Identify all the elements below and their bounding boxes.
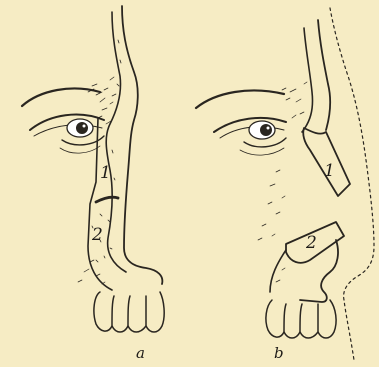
- panel-a-bone-inner-line: [106, 12, 126, 272]
- panel-b-eyebrow: [196, 90, 284, 108]
- panel-b-teeth: [266, 300, 336, 338]
- panel-a-eyebrow: [22, 88, 100, 106]
- panel-b-fragment-1-label: 1: [324, 161, 335, 181]
- panel-b-cheek-shading: [258, 170, 285, 282]
- panel-b-original-profile-dotted: [330, 8, 374, 360]
- panel-a-fragment-2-label: 2: [91, 225, 103, 245]
- panel-a-fracture-line: [96, 197, 118, 202]
- panel-a-teeth: [94, 292, 164, 332]
- panel-a-nose-profile: [122, 6, 162, 284]
- panel-a-fragment-1-label: 1: [100, 163, 111, 183]
- panel-b-fragment-2-label: 2: [305, 233, 317, 253]
- panel-b-brow-shading: [282, 82, 307, 118]
- panel-b-nasal-root: [318, 20, 330, 130]
- panel-a: 1 2 a: [22, 6, 164, 362]
- panel-a-label: a: [136, 344, 145, 362]
- panel-b-label: b: [274, 344, 284, 362]
- panel-a-maxilla-shading: [78, 260, 105, 284]
- panel-b: 1 2 b: [196, 8, 374, 362]
- panel-b-iris: [260, 124, 272, 136]
- panel-a-iris: [76, 122, 88, 134]
